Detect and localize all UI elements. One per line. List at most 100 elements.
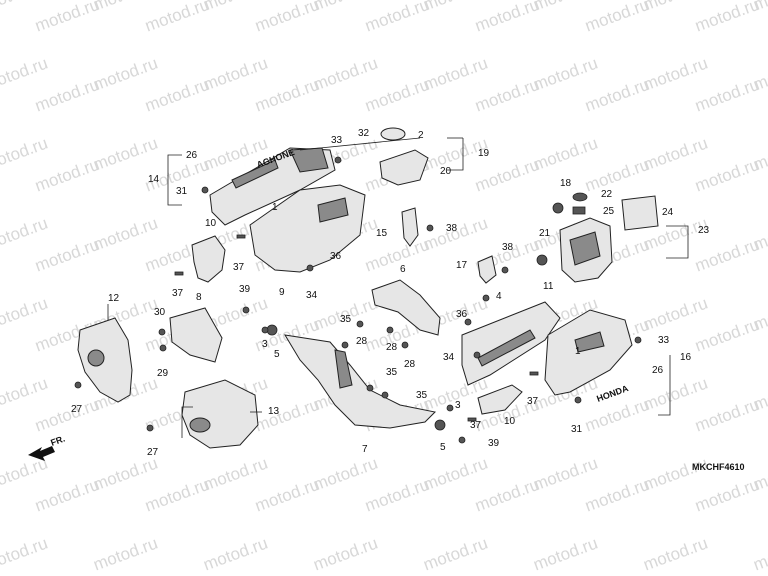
grommet-32 [380,127,406,141]
watermark-text: motod.ru [32,235,102,276]
callout-37: 37 [233,262,245,273]
watermark-text: motod.ru [641,534,711,575]
watermark-text: motod.ru [531,134,601,175]
watermark-text: motod.ru [582,0,652,36]
callout-4: 4 [496,291,502,302]
lower-cover-11 [461,301,561,386]
callout-38: 38 [502,242,514,253]
watermark-text: motod.ru [0,374,50,415]
watermark-text: motod.ru [32,75,102,116]
watermark-text: motod.ru [91,134,161,175]
watermark-text: motod.ru [91,214,161,255]
watermark-text: motod.ru [692,235,762,276]
watermark-text: motod.ru [692,0,762,36]
callout-3: 3 [262,339,268,350]
watermark-text: motod.ru [751,534,768,575]
watermark-text: motod.ru [421,54,491,95]
callout-39: 39 [239,284,251,295]
panel-2 [379,149,429,186]
callout-5: 5 [440,442,446,453]
watermark-text: motod.ru [751,0,768,14]
lower-cover-13 [181,379,259,449]
watermark-text: motod.ru [531,454,601,495]
watermark-text: motod.ru [582,475,652,516]
callout-20: 20 [440,166,452,177]
watermark-text: motod.ru [91,54,161,95]
callout-24: 24 [662,207,674,218]
watermark-text: motod.ru [641,374,711,415]
callout-28: 28 [356,336,368,347]
callout-7: 7 [362,444,368,455]
watermark-text: motod.ru [531,534,601,575]
callout-31: 31 [176,186,188,197]
watermark-text: motod.ru [421,534,491,575]
callout-1: 1 [575,346,581,357]
inner-panel-8 [169,307,223,363]
diagram-code: MKCHF4610 [692,462,745,472]
callout-8: 8 [196,292,202,303]
watermark-text: motod.ru [0,0,50,14]
callout-35: 35 [340,314,352,325]
center-bracket-6 [371,279,441,336]
callout-17: 17 [456,260,468,271]
watermark-text: motod.ru [641,54,711,95]
watermark-text: motod.ru [472,0,542,36]
callout-25: 25 [603,206,615,217]
front-indicator: FR. [49,434,66,448]
watermark-text: motod.ru [201,54,271,95]
watermark-text: motod.ru [252,75,322,116]
callout-1: 1 [272,202,278,213]
watermark-text: motod.ru [582,75,652,116]
callout-9: 9 [279,287,285,298]
watermark-text: motod.ru [641,454,711,495]
callout-19: 19 [478,148,490,159]
front-cover-12 [77,317,133,403]
callout-10: 10 [205,218,217,229]
callout-31: 31 [571,424,583,435]
callout-14: 14 [148,174,160,185]
watermark-text: motod.ru [91,534,161,575]
callout-33: 33 [658,335,670,346]
watermark-text: motod.ru [311,54,381,95]
callout-27: 27 [71,404,83,415]
hardware-group [74,156,642,444]
watermark-text: motod.ru [201,534,271,575]
watermark-text: motod.ru [142,475,212,516]
watermark-text: motod.ru [692,155,762,196]
watermark-text: motod.ru [692,395,762,436]
watermark-text: motod.ru [142,75,212,116]
callout-13: 13 [268,406,280,417]
callout-37: 37 [172,288,184,299]
bracket-15 [401,207,419,247]
watermark-text: motod.ru [0,534,50,575]
callout-35: 35 [386,367,398,378]
upper-cover-left [209,147,366,273]
watermark-text: motod.ru [311,534,381,575]
callout-12: 12 [108,293,120,304]
callout-36: 36 [456,309,468,320]
callout-27: 27 [147,447,159,458]
watermark-text: motod.ru [692,475,762,516]
watermark-text: motod.ru [692,75,762,116]
side-cover-10-right [477,384,523,415]
watermark-text: motod.ru [32,155,102,196]
callout-34: 34 [443,352,455,363]
under-cover-7 [284,334,437,429]
callout-29: 29 [157,368,169,379]
callout-32: 32 [358,128,370,139]
watermark-text: motod.ru [0,214,50,255]
watermark-text: motod.ru [582,155,652,196]
watermark-text: motod.ru [472,155,542,196]
callout-37: 37 [470,420,482,431]
watermark-text: motod.ru [32,395,102,436]
watermark-text: motod.ru [252,395,322,436]
watermark-text: motod.ru [252,475,322,516]
callout-37: 37 [527,396,539,407]
leader-lines [107,137,689,438]
callout-15: 15 [376,228,388,239]
callout-28: 28 [386,342,398,353]
callout-21: 21 [539,228,551,239]
callout-26: 26 [652,365,664,376]
